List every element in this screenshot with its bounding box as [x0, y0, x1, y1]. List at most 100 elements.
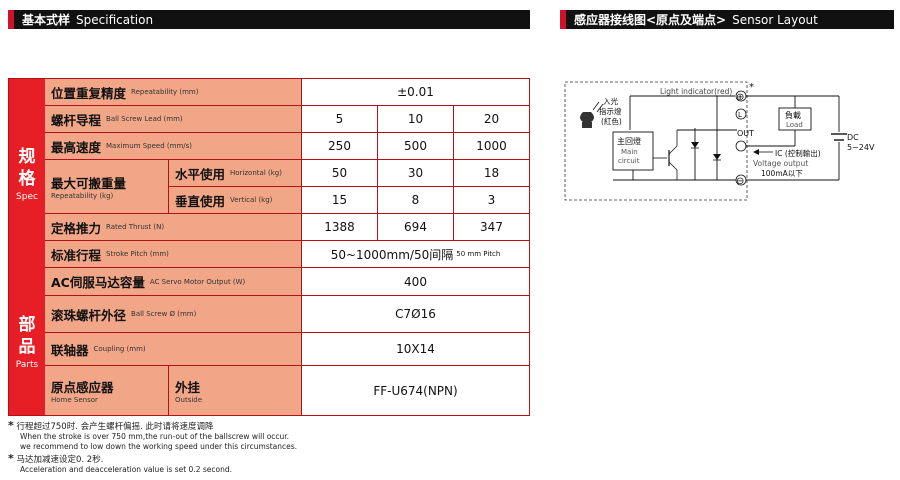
label-cn: 滚珠螺杆外径 — [51, 307, 127, 323]
value-lead-0: 5 — [302, 106, 378, 132]
label-cn: 最高速度 — [51, 139, 102, 155]
note-1: * 行程超过750时. 会产生螺杆偏摇. 此时请将速度调降 — [8, 419, 214, 432]
value-stroke-small: 50 mm Pitch — [456, 250, 501, 258]
in-light-label-2: 指示燈 — [599, 106, 622, 116]
value-speed-0: 250 — [302, 133, 378, 159]
label-en: Maximum Speed (mm/s) — [106, 142, 193, 150]
spec-header-en: Specification — [76, 12, 154, 27]
value-stroke-main: 50~1000mm/50间隔 — [330, 247, 454, 262]
ic-label: IC (控制輸出) — [775, 148, 821, 158]
note-1-cn: 行程超过750时. 会产生螺杆偏摇. 此时请将速度调降 — [16, 422, 214, 432]
label-en: Coupling (mm) — [93, 345, 146, 353]
row-payload: 最大可搬重量 Repeatability (kg) 水平使用 Horizonta… — [45, 160, 529, 214]
note-star: * — [8, 452, 14, 465]
side-label-spec: 规 格 Spec — [9, 79, 45, 268]
value-lead-2: 20 — [483, 112, 500, 126]
load-box — [778, 107, 812, 131]
row-payload-vertical: 垂直使用 Vertical (kg) 15 8 3 — [169, 187, 529, 213]
main-circuit-en1: Main — [621, 148, 638, 156]
value-speed-1: 500 — [378, 133, 454, 159]
side-parts-en: Parts — [15, 359, 39, 370]
label-stroke: 标准行程 Stroke Pitch (mm) — [45, 241, 302, 267]
out-label: OUT — [737, 129, 754, 138]
label-horizontal: 水平使用 Horizontal (kg) — [169, 160, 302, 186]
value-horizontal-1: 30 — [378, 160, 454, 186]
label-en: Vertical (kg) — [230, 196, 273, 204]
dc-label: DC — [847, 133, 859, 142]
side-label-parts: 部 品 Parts — [9, 268, 45, 415]
side-spec-char2: 格 — [18, 168, 36, 189]
row-speed: 最高速度 Maximum Speed (mm/s) 250 500 1000 — [45, 133, 529, 160]
l-terminal-label: L — [738, 111, 742, 119]
label-cn: 水平使用 — [175, 166, 226, 182]
value-horizontal-0: 50 — [302, 160, 378, 186]
value-thrust-2: 347 — [480, 220, 503, 234]
note-star: * — [8, 419, 14, 432]
label-en: Ball Screw Lead (mm) — [106, 115, 183, 123]
row-thrust: 定格推力 Rated Thrust (N) 1388 694 347 — [45, 214, 529, 241]
value-vertical-1: 8 — [378, 187, 454, 213]
value-vertical-0: 15 — [302, 187, 378, 213]
main-circuit-cn: 主回燈 — [617, 136, 641, 146]
ic-arrow-icon — [753, 149, 759, 155]
label-speed: 最高速度 Maximum Speed (mm/s) — [45, 133, 302, 159]
value-thrust-1: 694 — [378, 214, 454, 240]
label-en: AC Servo Motor Output (W) — [149, 277, 246, 286]
label-cn: 定格推力 — [51, 220, 102, 236]
diode-icon — [691, 142, 721, 161]
spec-table: 规 格 Spec 部 品 Parts 位置重复精度 Repeatability … — [8, 78, 530, 416]
label-en: Ball Screw Ø (mm) — [131, 310, 197, 318]
value-motor: 400 — [404, 274, 427, 289]
out-terminal-icon — [735, 140, 747, 152]
row-sensor: 原点感应器 Home Sensor 外挂 Outside FF-U674(NPN… — [45, 366, 529, 415]
row-lead: 螺杆导程 Ball Screw Lead (mm) 5 10 20 — [45, 106, 529, 133]
label-en: Home Sensor — [51, 396, 98, 404]
sensor-header-cn: 感应器接线图<原点及端点> — [574, 13, 727, 27]
label-sensor: 原点感应器 Home Sensor — [45, 366, 169, 415]
note-1-en1: When the stroke is over 750 mm,the run-o… — [20, 432, 290, 441]
load-cn: 負載 — [785, 110, 801, 120]
label-en: Horizontal (kg) — [230, 169, 282, 177]
label-cn: 外挂 — [175, 380, 201, 395]
label-vertical: 垂直使用 Vertical (kg) — [169, 187, 302, 213]
label-lead: 螺杆导程 Ball Screw Lead (mm) — [45, 106, 302, 132]
payload-subrows: 水平使用 Horizontal (kg) 50 30 18 垂直使用 Verti… — [169, 160, 529, 213]
sensor-header-en: Sensor Layout — [732, 12, 818, 27]
label-en: Stroke Pitch (mm) — [106, 250, 169, 258]
header-accent — [8, 10, 14, 29]
sensor-body-outline — [564, 81, 748, 201]
note-2-cn: 马达加减速设定0. 2秒. — [16, 455, 104, 465]
value-speed-2: 1000 — [476, 139, 507, 153]
label-cn: 联轴器 — [51, 342, 89, 358]
label-cn: 螺杆导程 — [51, 112, 102, 128]
label-cn: 原点感应器 — [51, 380, 114, 395]
label-cn: 标准行程 — [51, 247, 102, 263]
value-lead-1: 10 — [378, 106, 454, 132]
dc-range-label: 5~24V — [847, 143, 875, 152]
label-motor: AC伺服马达容量 AC Servo Motor Output (W) — [45, 268, 302, 295]
label-cn: 垂直使用 — [175, 193, 226, 209]
label-coupling: 联轴器 Coupling (mm) — [45, 333, 302, 365]
label-repeatability: 位置重复精度 Repeatability (mm) — [45, 79, 302, 105]
note-1-en2: we recommend to low down the working spe… — [20, 442, 298, 451]
value-sensor: FF-U674(NPN) — [373, 383, 458, 398]
plus-terminal-label: ⊕ — [736, 92, 744, 103]
minus-terminal-label: ⊖ — [736, 176, 744, 187]
value-repeatability: ±0.01 — [397, 85, 434, 99]
spec-header-cn: 基本式样 — [22, 13, 71, 27]
value-horizontal-2: 18 — [483, 166, 500, 180]
value-screw: C7Ø16 — [395, 307, 436, 321]
sensor-header: 感应器接线图<原点及端点> Sensor Layout — [560, 10, 894, 29]
voltage-output-label: Voltage output — [753, 159, 808, 168]
row-payload-horizontal: 水平使用 Horizontal (kg) 50 30 18 — [169, 160, 529, 187]
in-light-label-3: (紅色) — [601, 116, 622, 126]
note-2: * 马达加减速设定0. 2秒. — [8, 452, 103, 465]
value-stroke: 50~1000mm/50间隔 50 mm Pitch — [302, 241, 529, 267]
label-en: Outside — [175, 396, 203, 404]
row-repeatability: 位置重复精度 Repeatability (mm) ±0.01 — [45, 79, 529, 106]
row-coupling: 联轴器 Coupling (mm) 10X14 — [45, 333, 529, 366]
label-cn: 最大可搬重量 — [51, 176, 127, 191]
spec-header: 基本式样 Specification — [8, 10, 530, 29]
label-en: Repeatability (mm) — [131, 88, 199, 96]
current-label: 100mA以下 — [761, 169, 803, 178]
